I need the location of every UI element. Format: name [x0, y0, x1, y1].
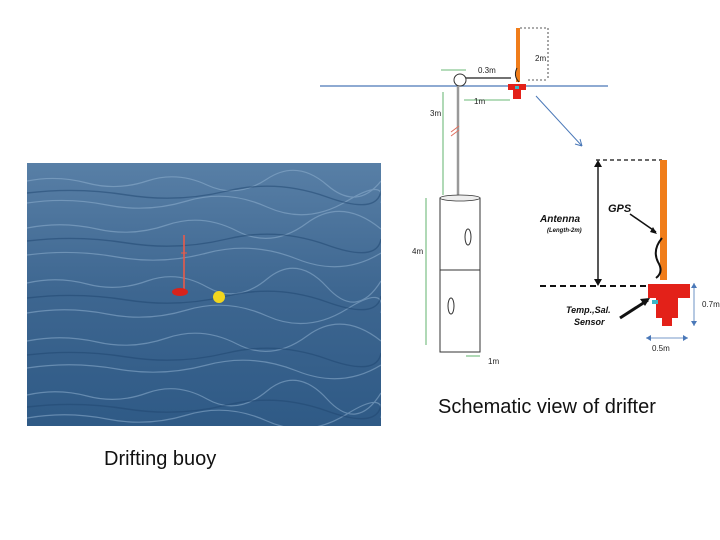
gps-label: GPS — [608, 203, 632, 215]
tether-length-label: 3m — [430, 109, 441, 118]
photo-caption: Drifting buoy — [104, 448, 217, 470]
surface-float — [453, 73, 467, 87]
antenna-large — [660, 160, 667, 280]
arm-length-label: 1m — [474, 97, 485, 106]
drogue-length-label: 4m — [412, 247, 423, 256]
antenna-sublabel: (Length-2m) — [547, 228, 582, 234]
antenna-small — [516, 28, 520, 82]
drogue-diameter-label: 1m — [488, 357, 499, 366]
sensor-label-1: Temp.,Sal. — [566, 305, 611, 315]
mast-height-label: 2m — [535, 54, 546, 63]
float-diameter-label: 0.3m — [478, 66, 496, 75]
schematic-caption: Schematic view of drifter — [438, 396, 656, 418]
drifting-buoy-photo — [27, 163, 381, 426]
sensor-label-2: Sensor — [574, 317, 605, 327]
body-height-label: 0.7m — [702, 300, 720, 309]
drogue-upper — [439, 197, 481, 271]
antenna-label: Antenna — [539, 214, 580, 225]
buoy-body-large — [648, 284, 690, 298]
body-width-label: 0.5m — [652, 344, 670, 353]
detail-arrow — [535, 95, 583, 147]
drogue-lower — [439, 269, 481, 353]
